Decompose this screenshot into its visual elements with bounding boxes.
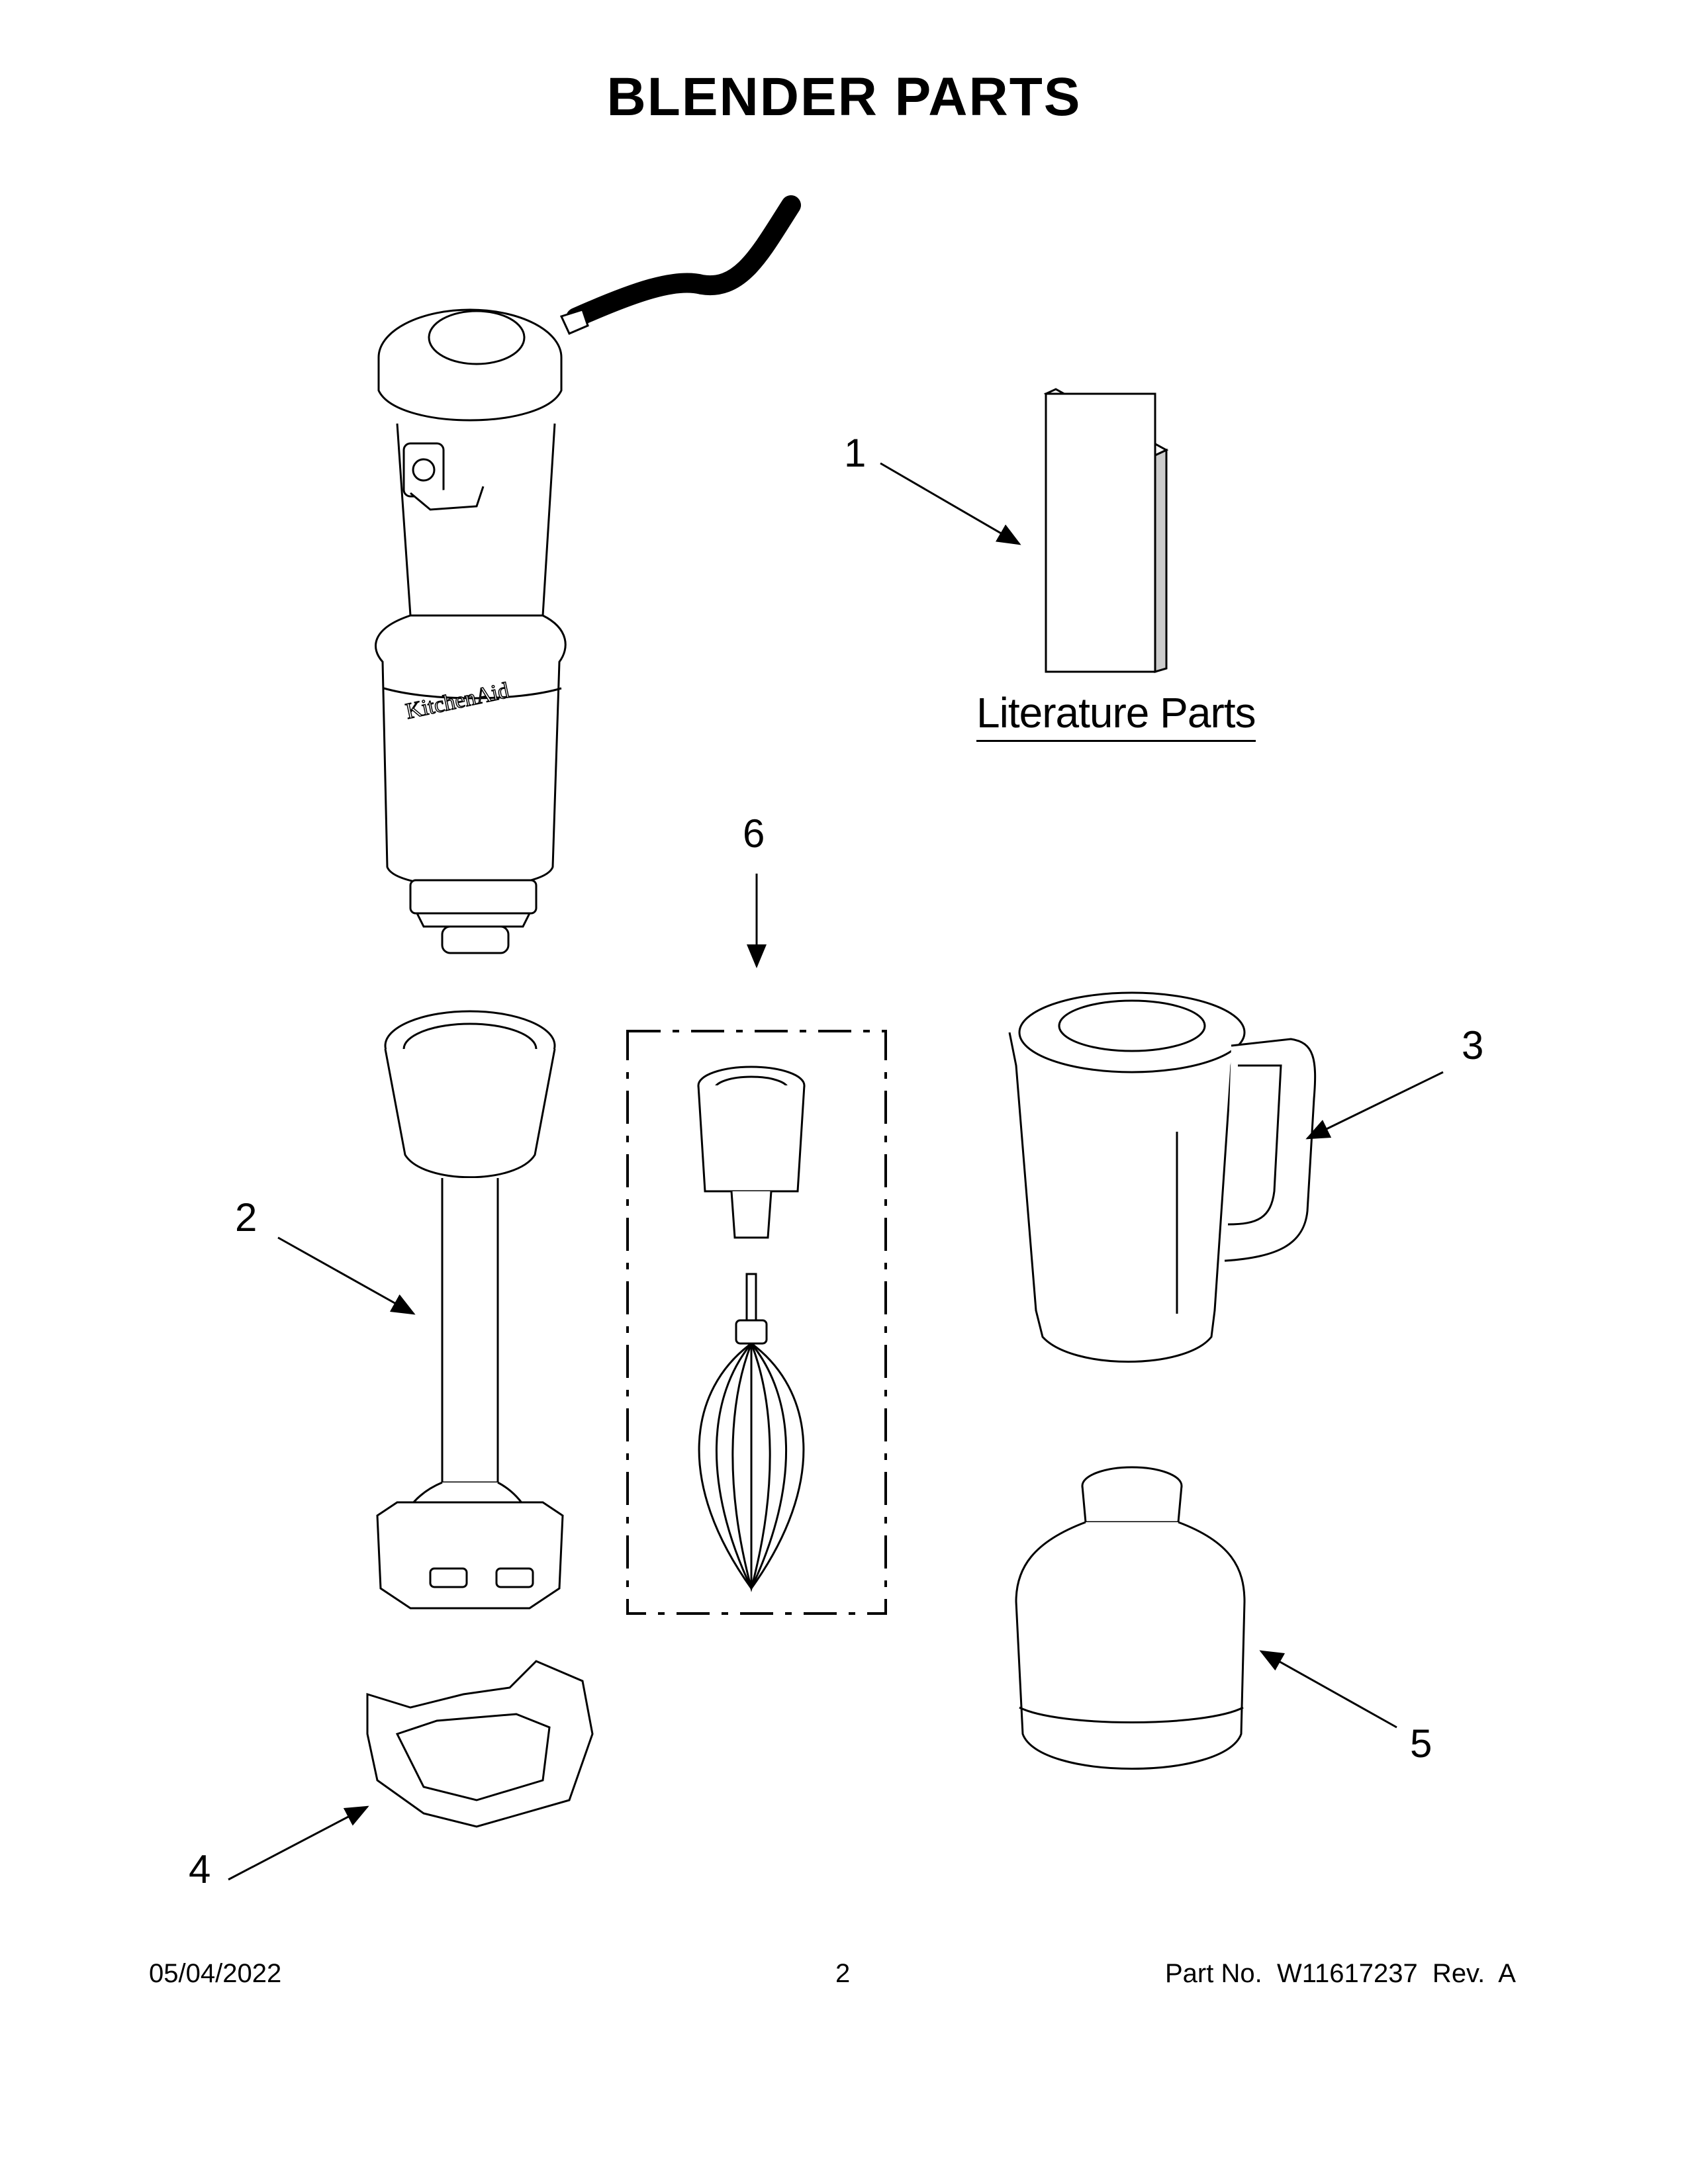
callout-6: 6: [743, 811, 765, 856]
whisk-adapter: [697, 1066, 806, 1239]
blending-jar: [1015, 1466, 1246, 1770]
literature-booklet: [1043, 388, 1169, 674]
callout-4: 4: [189, 1847, 211, 1891]
blending-arm: [376, 1010, 564, 1610]
footer-page-number: 2: [835, 1959, 851, 1988]
whisk: [698, 1273, 805, 1592]
footer-part-number: Part No. W11617237 Rev. A: [1165, 1959, 1516, 1988]
blending-pitcher: [1008, 991, 1317, 1363]
blade-guard: [366, 1660, 594, 1828]
callout-5: 5: [1410, 1721, 1432, 1766]
literature-parts-label: Literature Parts: [976, 688, 1256, 742]
whisk-group-box: [626, 1030, 887, 1615]
callout-3: 3: [1462, 1023, 1484, 1068]
callout-arrows: [228, 462, 1444, 1881]
motor-body: KitchenAid: [375, 195, 801, 954]
callout-1: 1: [844, 431, 867, 475]
callout-2: 2: [235, 1195, 258, 1240]
page-title: BLENDER PARTS: [606, 67, 1082, 127]
footer-date: 05/04/2022: [149, 1959, 282, 1988]
